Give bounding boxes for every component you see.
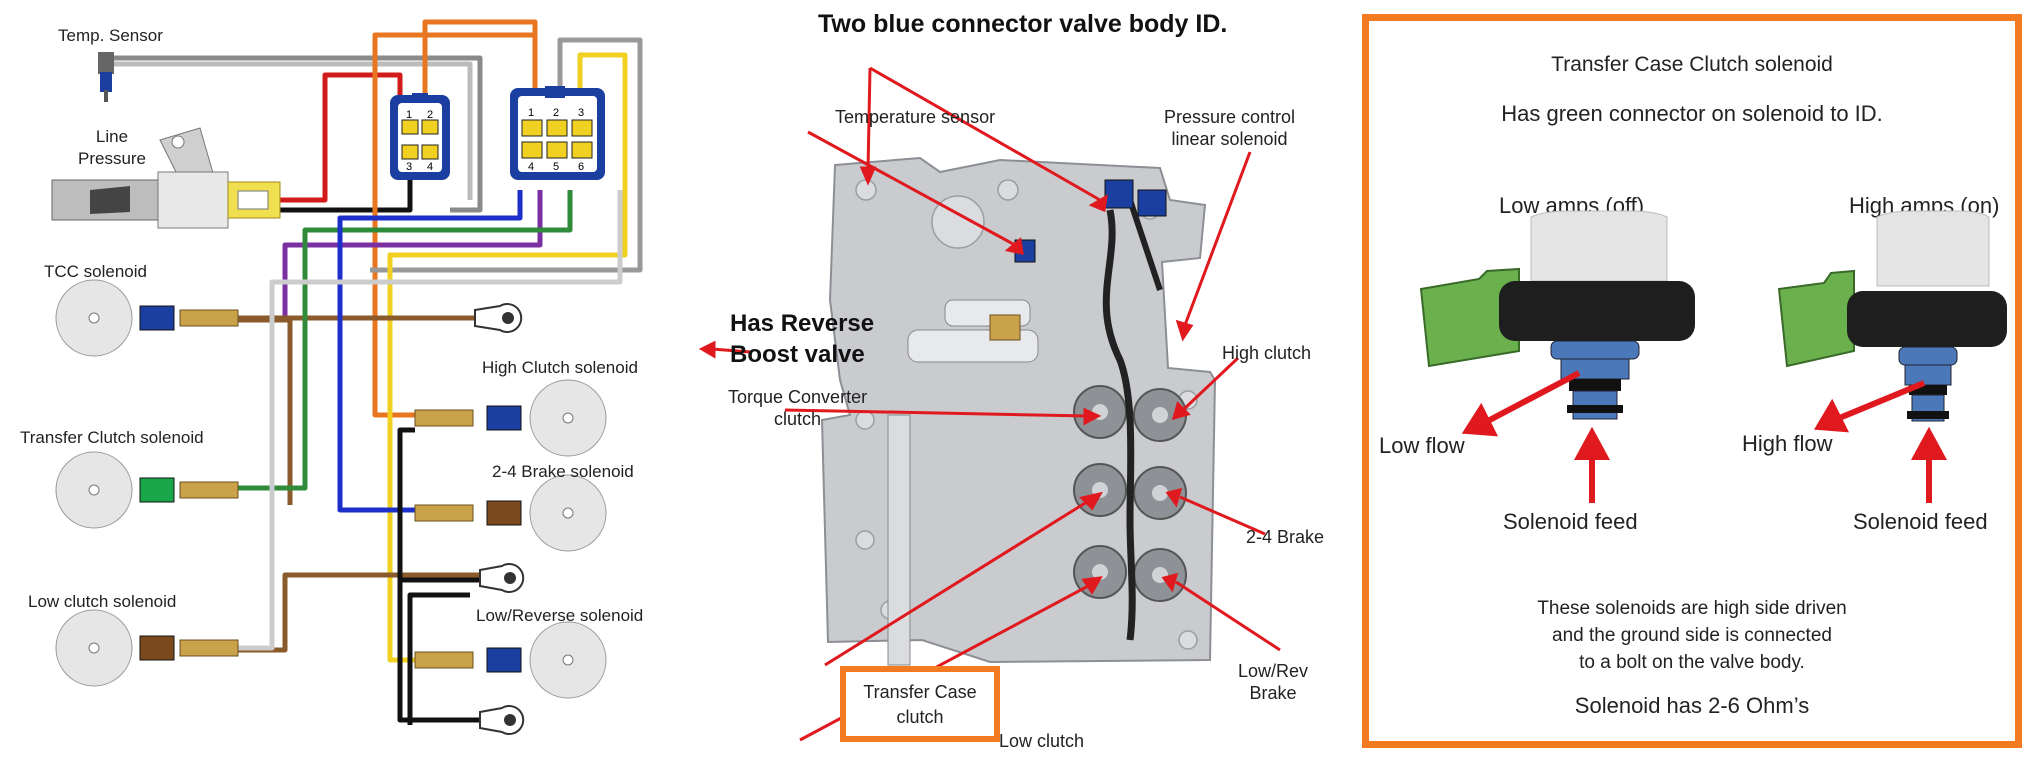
low-clutch-solenoid-label: Low clutch solenoid [28,592,177,611]
wire-black-ground-3 [407,592,470,725]
connector-b-icon [510,86,605,180]
transfer-case-clutch-highlight: Transfer Case clutch [840,666,1000,742]
connector-b-pin-1: 1 [528,107,534,119]
brake-24-solenoid-label: 2-4 Brake solenoid [492,462,634,481]
resistance-note: Solenoid has 2-6 Ohm’s [1574,693,1810,718]
wire-blue [337,190,523,513]
low-reverse-solenoid-icon [414,621,607,699]
flow-arrows [1461,370,1948,503]
wire-orange-2 [372,32,535,100]
line-pressure-solenoid-icon [51,127,281,229]
valve-body-panel: Two blue connector valve body ID. Has Re… [690,0,1360,765]
info-subtitle: Has green connector on solenoid to ID. [1501,101,1883,126]
wiring-diagram-panel: 1 2 3 4 1 2 3 4 5 6 [0,0,690,765]
low-reverse-solenoid-label: Low/Reverse solenoid [476,606,644,625]
wire-white-2 [238,190,623,651]
solenoid-feed-right-label: Solenoid feed [1853,509,1988,534]
wire-gray [110,55,483,213]
connector-a-pin-4: 4 [427,161,433,173]
wire-black-ground [397,427,495,723]
connector-a-pin-2: 2 [427,109,433,121]
wiring-diagram: 1 2 3 4 1 2 3 4 5 6 [51,19,643,735]
brake-24-label: 2-4 Brake [1246,527,1325,547]
connector-a-pin-3: 3 [406,161,412,173]
wire-gray-light [110,61,473,200]
wire-white [370,37,643,273]
wire-brown-2 [238,572,495,653]
low-clutch-label: Low clutch [999,731,1085,751]
reverse-boost-label: Has Reverse Boost valve [730,310,875,368]
connector-b-pin-4: 4 [528,161,534,173]
wire-yellow [387,52,628,663]
wire-brown-3 [238,317,293,505]
connector-b-pin-3: 3 [578,107,584,119]
connector-b-pin-6: 6 [578,161,584,173]
wire-green [238,190,573,491]
transfer-clutch-solenoid-label: Transfer Clutch solenoid [20,428,204,447]
brake-24-solenoid-icon [414,474,607,552]
pressure-control-label: Pressure control linear solenoid [1164,107,1296,149]
high-clutch-solenoid-label: High Clutch solenoid [482,358,638,377]
high-clutch-solenoid-icon [414,379,607,457]
valve-body-title: Two blue connector valve body ID. [818,10,1228,38]
ground-eyelet-icons [474,303,525,735]
solenoid-high-amps-icon [1777,210,2007,422]
connector-a-pin-1: 1 [406,109,412,121]
solenoid-feed-left-label: Solenoid feed [1503,509,1638,534]
note-line-3: to a bolt on the valve body. [1579,652,1805,673]
connector-b-pin-2: 2 [553,107,559,119]
low-rev-brake-label: Low/Rev Brake [1238,661,1309,703]
tcc-solenoid-label: TCC solenoid [44,262,147,281]
solenoid-low-amps-icon [1419,210,1695,420]
wire-orange [422,19,538,100]
transfer-case-clutch-label: Transfer Case clutch [863,682,977,727]
valve-body-image [698,66,1281,742]
temp-sensor-icon [98,52,114,102]
line-pressure-label: Line Pressure [77,127,147,168]
tcc-solenoid-icon [55,279,239,357]
note-line-1: These solenoids are high side driven [1537,598,1847,619]
high-clutch-label: High clutch [1222,343,1312,363]
low-clutch-solenoid-icon [55,609,239,687]
solenoid-flow-illustration [1419,210,2007,503]
temperature-sensor-label: Temperature sensor [835,107,996,127]
wire-red [280,72,403,203]
transfer-case-info-box: Transfer Case Clutch solenoid Has green … [1362,14,2022,748]
connector-b-pin-5: 5 [553,161,559,173]
connector-a-icon [390,93,450,180]
high-flow-label: High flow [1742,431,1833,456]
transfer-clutch-solenoid-icon [55,451,239,529]
info-title: Transfer Case Clutch solenoid [1551,53,1833,76]
temp-sensor-label: Temp. Sensor [58,26,163,45]
low-flow-label: Low flow [1379,433,1465,458]
note-line-2: and the ground side is connected [1552,625,1832,646]
wire-orange-3 [372,100,415,418]
wire-black-lp [280,175,413,213]
torque-converter-label: Torque Converter clutch [728,387,868,429]
